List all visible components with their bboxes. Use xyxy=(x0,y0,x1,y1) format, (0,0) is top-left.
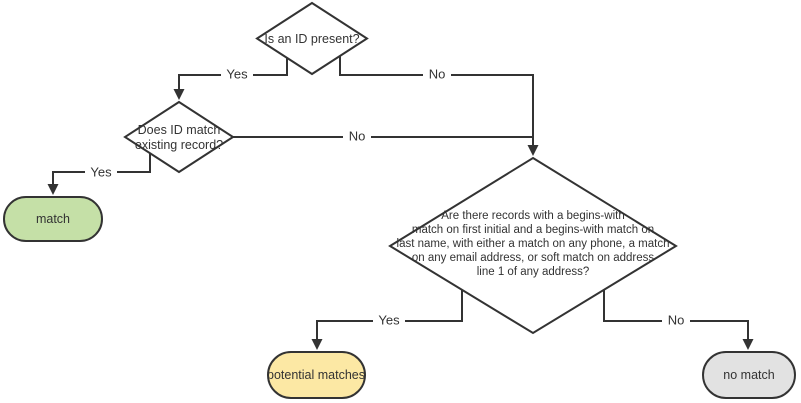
edge-label-does-id-match-yes: Yes xyxy=(90,165,112,180)
decision-is-id-present-label: Is an ID present? xyxy=(264,32,359,46)
terminal-no-match xyxy=(702,351,796,399)
edge-label-does-id-match-no: No xyxy=(349,129,366,144)
edge-label-bg xyxy=(85,165,117,179)
decision-does-id-match-label-line1: Does ID match xyxy=(138,123,221,137)
decision-does-id-match xyxy=(123,100,235,174)
arrowhead-into-no-match xyxy=(742,339,754,350)
edge-label-records-no: No xyxy=(668,313,685,328)
edge-label-id-present-no: No xyxy=(429,67,446,82)
edge-label-bg xyxy=(662,313,690,327)
edge-label-records-yes: Yes xyxy=(378,313,400,328)
decision-records-label-line3: last name, with either a match on any ph… xyxy=(397,238,670,250)
edge-label-bg xyxy=(221,67,253,81)
edge-label-bg xyxy=(373,313,405,327)
terminal-no-match-label: no match xyxy=(723,368,774,382)
terminal-match-label: match xyxy=(36,212,70,226)
decision-records-label-line5: line 1 of any address? xyxy=(477,266,590,278)
decision-records-label-line2: match on first initial and a begins-with… xyxy=(412,224,654,236)
decision-records-label-line1: Are there records with a begins-with xyxy=(441,210,624,222)
terminal-potential-matches-label: potential matches xyxy=(267,368,365,382)
arrowhead-into-potential-matches xyxy=(311,339,323,350)
edge-label-id-present-yes: Yes xyxy=(226,67,248,82)
terminal-potential-matches xyxy=(267,351,366,399)
decision-records-label-line4: on any email address, or soft match on a… xyxy=(412,252,655,264)
arrowhead-into-match xyxy=(47,184,59,195)
decision-records-begins-with xyxy=(388,156,678,335)
edge-label-bg xyxy=(343,129,371,143)
decision-does-id-match-label-line2: existing record? xyxy=(135,138,223,152)
terminal-match xyxy=(3,196,103,242)
arrowhead-into-records-decision xyxy=(527,145,539,156)
arrowhead-into-does-id-match xyxy=(173,89,185,100)
edge-label-bg xyxy=(423,67,451,81)
decision-is-id-present xyxy=(255,1,369,76)
